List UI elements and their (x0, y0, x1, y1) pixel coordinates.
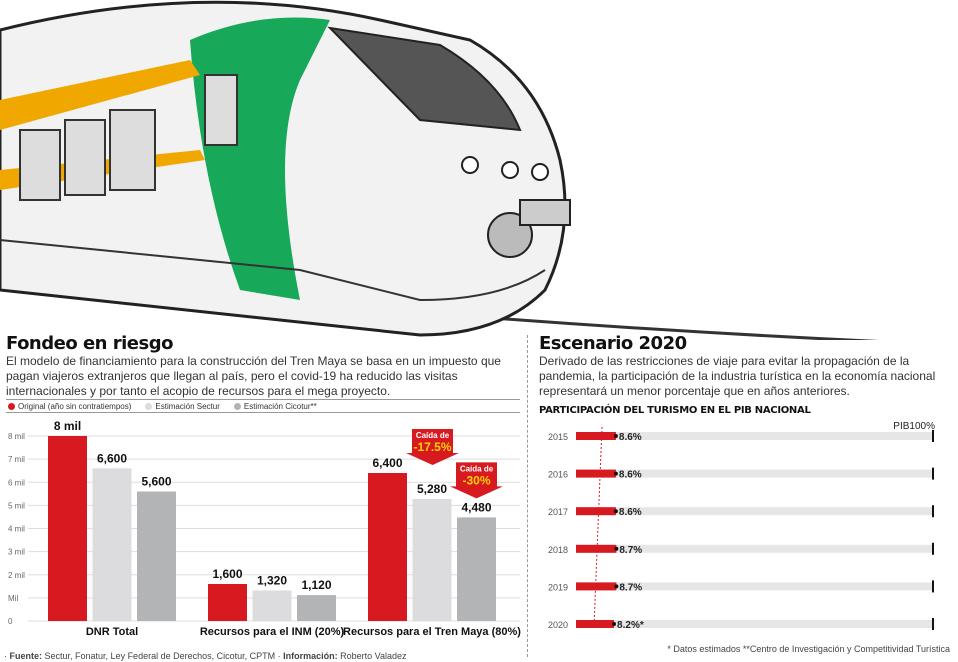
year-label: 2016 (548, 470, 568, 480)
track-bar (576, 582, 933, 591)
pib-share-bar (576, 620, 615, 628)
bar-0-0 (48, 436, 87, 621)
bar-end-dot (614, 546, 619, 551)
y-tick-label: 4 mil (8, 525, 25, 534)
trend-line (593, 426, 603, 628)
legend-item-sectur: Estimación Sectur (145, 402, 220, 411)
annotation-line1: Caída de (416, 431, 450, 440)
track-bar (576, 620, 933, 628)
bar-end-dot (613, 434, 618, 438)
bar-2-0 (137, 491, 176, 621)
bar-end-dot (612, 622, 617, 626)
y-tick-label: 2 mil (8, 571, 25, 580)
bar-0-2 (368, 473, 407, 621)
category-label: Recursos para el INM (20%) (200, 626, 345, 638)
column-divider (527, 335, 528, 657)
pib-share-bar (576, 432, 616, 440)
track-bar (576, 544, 933, 553)
pib-share-bar (576, 544, 617, 553)
category-label: DNR Total (86, 626, 138, 638)
bar-value-label: 5,280 (417, 482, 447, 496)
legend-item-cicotur: Estimación Cicotur** (233, 402, 317, 411)
bar-value-label: 5,600 (141, 475, 171, 489)
track-bar (576, 507, 933, 516)
bar-end-dot (613, 471, 618, 476)
bar-value-label: 1,120 (301, 578, 331, 592)
year-label: 2020 (548, 620, 568, 630)
pib-value-label: 8.6% (619, 507, 642, 518)
y-tick-label: 6 mil (8, 478, 25, 487)
pib-value-label: 8.6% (619, 470, 642, 481)
legend: Original (año sin contratiempos) Estimac… (6, 399, 520, 413)
pib-share-bar (576, 507, 616, 516)
source-note: · Fuente: Sectur, Fonatur, Ley Federal d… (4, 651, 407, 661)
year-label: 2017 (548, 507, 568, 517)
left-intro: El modelo de financiamiento para la cons… (6, 354, 501, 398)
track-bar (576, 469, 933, 478)
pib-max-label: PIB100% (893, 421, 935, 432)
bar-value-label: 1,600 (212, 567, 242, 581)
annotation-line2: -30% (462, 473, 490, 487)
right-subtitle: PARTICIPACIÓN DEL TURISMO EN EL PIB NACI… (539, 405, 811, 416)
year-label: 2015 (548, 432, 568, 442)
legend-dot-gray-icon (233, 402, 241, 410)
right-title: Escenario 2020 (539, 333, 687, 354)
bar-0-1 (208, 584, 247, 621)
pib-value-label: 8.2%* (617, 620, 644, 631)
bar-1-2 (412, 498, 452, 621)
legend-dot-red-icon (8, 402, 15, 410)
annotation-line2: -17.5% (413, 440, 451, 454)
footnotes: * Datos estimados **Centro de Investigac… (667, 644, 950, 654)
pib-share-bar (576, 582, 617, 591)
pib-bar-chart: PIB100% 2015 8.6% 2016 8.6% 2017 8.6% 2018 8.7% 2… (548, 421, 935, 631)
legend-dot-light-icon (145, 402, 153, 410)
bar-1-1 (252, 590, 292, 621)
pib-value-label: 8.6% (619, 432, 642, 443)
bar-1-0 (92, 468, 132, 621)
y-tick-label: 3 mil (8, 548, 25, 557)
bar-end-dot (614, 584, 619, 589)
bar-value-label: 8 mil (54, 419, 81, 433)
annotation-line1: Caída de (460, 464, 494, 473)
bar-end-dot (613, 509, 618, 514)
y-tick-label: 8 mil (8, 432, 25, 441)
bar-2-1 (297, 595, 336, 621)
legend-item-original: Original (año sin contratiempos) (8, 402, 131, 411)
bar-value-label: 6,400 (372, 456, 402, 470)
drop-arrow-icon (450, 462, 503, 499)
y-tick-label: 7 mil (8, 455, 25, 464)
y-tick-label: Mil (8, 594, 18, 603)
right-intro: Derivado de las restricciones de viaje p… (539, 354, 936, 398)
bar-value-label: 4,480 (461, 500, 491, 514)
bar-value-label: 1,320 (257, 573, 287, 587)
track-bar (576, 432, 933, 440)
left-title: Fondeo en riesgo (6, 333, 173, 354)
bar-value-label: 6,600 (97, 451, 127, 465)
category-label: Recursos para el Tren Maya (80%) (343, 626, 521, 638)
pib-value-label: 8.7% (619, 545, 642, 556)
year-label: 2018 (548, 545, 568, 555)
year-label: 2019 (548, 582, 568, 592)
bar-2-2 (457, 517, 496, 621)
y-tick-label: 5 mil (8, 501, 25, 510)
pib-share-bar (576, 469, 616, 478)
pib-value-label: 8.7% (619, 582, 642, 593)
train-illustration (0, 0, 880, 340)
y-tick-label: 0 (8, 617, 13, 626)
drop-arrow-icon (406, 429, 459, 465)
